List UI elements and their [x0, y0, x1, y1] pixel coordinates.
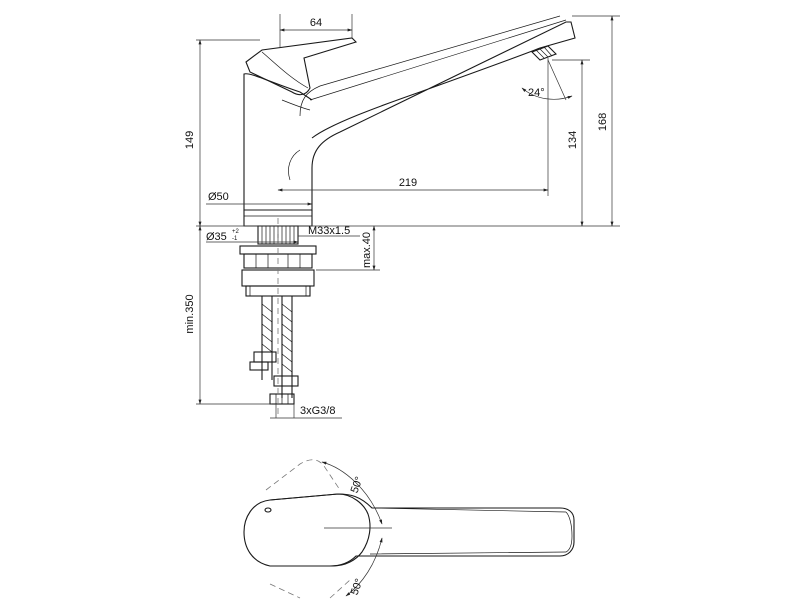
- top-lever-outline: [269, 493, 371, 567]
- lever-swing-lower: [269, 579, 351, 599]
- handle-crease: [261, 51, 309, 89]
- tap-top-view: 50° 50°: [243, 459, 575, 599]
- dim-m33: M33x1.5: [308, 225, 350, 237]
- top-spout-tip: [565, 511, 573, 553]
- dim-min350: min.350: [184, 294, 196, 333]
- temperature-indicator: [264, 507, 272, 513]
- top-spout-edge: [369, 507, 567, 555]
- dim-d50: Ø50: [208, 191, 229, 203]
- body-curve-1: [281, 99, 311, 111]
- dim-24-deg: 24°: [528, 87, 545, 99]
- dim-min-hose: min.350: [184, 225, 272, 405]
- spout-top-line: [309, 19, 567, 101]
- dim-max-deck: max.40: [316, 225, 380, 271]
- dim-d35-tol-lower: -1: [232, 236, 238, 242]
- top-body-outline: [243, 493, 575, 567]
- dim-handle-width: 64: [279, 14, 353, 48]
- dim-spout-angle: 24°: [521, 59, 573, 101]
- spout-edge: [299, 15, 561, 117]
- dim-thread: M33x1.5: [298, 225, 360, 237]
- dim-body-diameter: Ø50: [206, 191, 313, 206]
- dim-spout-reach: 219: [277, 177, 549, 192]
- dim-149: 149: [184, 131, 196, 149]
- dim-134: 134: [567, 131, 579, 149]
- dim-3xg38: 3xG3/8: [300, 405, 335, 417]
- dim-219: 219: [399, 177, 417, 189]
- aerator: [531, 45, 557, 61]
- dim-168: 168: [597, 113, 609, 131]
- dim-50-deg-lower: 50°: [349, 577, 366, 597]
- dim-body-height: 149: [184, 39, 260, 227]
- fixing-assembly: [239, 218, 317, 414]
- dim-max40: max.40: [361, 232, 373, 268]
- dim-total-height: 168: [572, 15, 620, 227]
- lever-swing-upper: [265, 459, 341, 491]
- body-top: [243, 73, 313, 101]
- tap-side-view: [243, 15, 576, 227]
- dim-spout-height: 134: [552, 59, 590, 227]
- dim-d35: Ø35: [206, 231, 227, 243]
- dim-50-deg-upper: 50°: [349, 475, 366, 495]
- body-curve-2: [288, 149, 301, 181]
- dim-connections: 3xG3/8: [270, 404, 342, 419]
- dim-hole-diameter: Ø35 +2 -1: [206, 229, 299, 244]
- handle-lever: [245, 37, 358, 96]
- dim-64: 64: [310, 17, 322, 29]
- tap-body-outline: [243, 21, 576, 211]
- dim-d35-tol-upper: +2: [232, 229, 240, 235]
